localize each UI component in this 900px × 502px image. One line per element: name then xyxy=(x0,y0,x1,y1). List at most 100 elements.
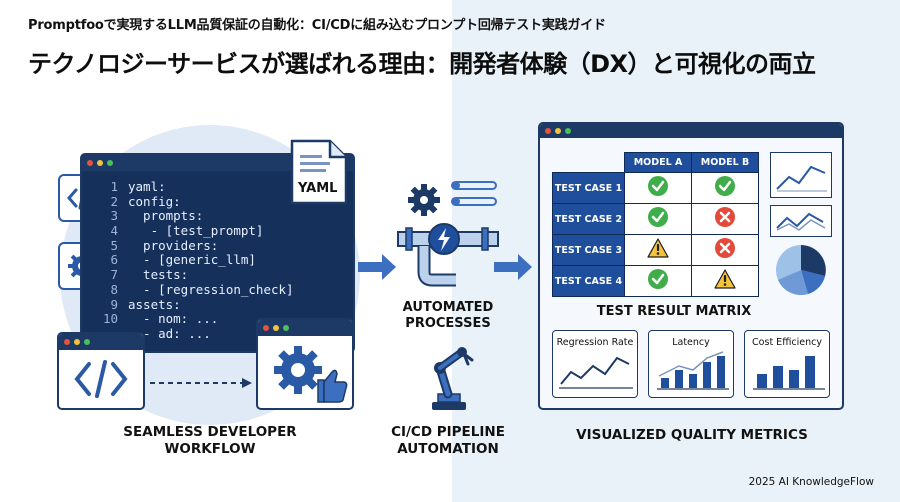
code-line: 1 yaml: xyxy=(102,179,353,194)
code-line: 5 providers: xyxy=(102,238,353,253)
result-cell-model-b xyxy=(691,203,759,235)
result-cell-model-a xyxy=(624,234,692,266)
line-chart-icon xyxy=(776,212,826,231)
row-header-test-case: TEST CASE 4 xyxy=(552,265,625,297)
warning-icon xyxy=(714,269,736,289)
editor-titlebar xyxy=(82,155,353,171)
source-window-titlebar xyxy=(59,334,143,350)
code-text: providers: xyxy=(128,237,219,253)
maximize-dot-icon[interactable] xyxy=(107,160,113,166)
table-row: TEST CASE 1 xyxy=(552,172,759,204)
code-text: yaml: xyxy=(128,179,166,194)
column-header-model-a: MODEL A xyxy=(624,152,692,173)
mini-line-chart-1 xyxy=(770,152,832,198)
yaml-document: YAML xyxy=(288,137,350,207)
code-text: config: xyxy=(128,193,181,209)
code-line: 6 - [generic_llm] xyxy=(102,252,353,267)
code-text: - [regression_check] xyxy=(128,281,294,297)
row-header-test-case: TEST CASE 3 xyxy=(552,234,625,266)
check-icon xyxy=(648,269,668,289)
table-row: TEST CASE 2 xyxy=(552,203,759,235)
dashed-flow-arrow xyxy=(150,378,252,388)
metric-label: Regression Rate xyxy=(556,337,634,348)
approval-window xyxy=(256,318,354,410)
result-cell-model-b xyxy=(691,234,759,266)
row-header-test-case: TEST CASE 2 xyxy=(552,203,625,235)
mini-pie-chart xyxy=(770,242,832,298)
code-line: 4 - [test_prompt] xyxy=(102,223,353,238)
middle-caption: CI/CD PIPELINE AUTOMATION xyxy=(391,424,505,457)
line-chart-icon xyxy=(776,165,827,192)
code-text: prompts: xyxy=(128,208,204,224)
robot-arm-icon xyxy=(432,347,474,410)
dashboard-titlebar xyxy=(540,124,842,138)
result-cell-model-a xyxy=(624,172,692,204)
code-line: 9 assets: xyxy=(102,297,353,312)
pie-chart-icon xyxy=(776,245,826,296)
line-number: 2 xyxy=(110,193,118,209)
pipeline-gears-icon xyxy=(397,181,499,287)
code-text: - nom: ... xyxy=(128,311,219,327)
metric-card-latency: Latency xyxy=(648,330,734,398)
code-line: 7 tests: xyxy=(102,267,353,282)
cross-icon xyxy=(715,238,735,258)
matrix-caption: TEST RESULT MATRIX xyxy=(596,304,752,319)
code-line: 8 - [regression_check] xyxy=(102,282,353,297)
result-cell-model-b xyxy=(691,265,759,297)
warning-icon xyxy=(647,238,669,258)
gear-thumbs-up-icon xyxy=(274,346,348,403)
code-line: 10 - nom: ... xyxy=(102,311,353,326)
regression-line-icon xyxy=(559,356,633,389)
cross-icon xyxy=(715,207,735,227)
code-line: - ad: ... xyxy=(102,326,353,341)
matrix-header-row: MODEL A MODEL B xyxy=(553,152,759,173)
table-row: TEST CASE 4 xyxy=(552,265,759,297)
line-number: 1 xyxy=(110,179,118,194)
cost-bar-icon xyxy=(753,356,825,390)
metric-label: Latency xyxy=(672,337,710,348)
close-dot-icon[interactable] xyxy=(87,160,93,166)
flow-arrow-left xyxy=(358,254,396,280)
table-row: TEST CASE 3 xyxy=(552,234,759,266)
row-header-test-case: TEST CASE 1 xyxy=(552,172,625,204)
line-number: 8 xyxy=(110,281,118,297)
line-number: 3 xyxy=(110,208,118,224)
code-line: 3 prompts: xyxy=(102,208,353,223)
code-text: assets: xyxy=(128,296,181,312)
line-number: 7 xyxy=(110,267,118,283)
left-caption: SEAMLESS DEVELOPER WORKFLOW xyxy=(123,424,297,457)
line-number: 10 xyxy=(102,311,118,327)
check-icon xyxy=(648,176,668,196)
line-number: 9 xyxy=(110,296,118,312)
check-icon xyxy=(715,176,735,196)
line-number: 6 xyxy=(110,252,118,268)
metric-card-cost-efficiency: Cost Efficiency xyxy=(744,330,830,398)
code-text: - [generic_llm] xyxy=(128,252,256,268)
minimize-dot-icon[interactable] xyxy=(97,160,103,166)
flow-arrow-right xyxy=(494,254,532,280)
code-text: - ad: ... xyxy=(128,325,211,341)
code-text: tests: xyxy=(128,267,189,283)
line-number: 4 xyxy=(110,223,118,239)
metric-card-regression-rate: Regression Rate xyxy=(552,330,638,398)
code-line: 2 config: xyxy=(102,194,353,209)
approval-window-titlebar xyxy=(258,320,352,336)
column-header-model-b: MODEL B xyxy=(691,152,759,173)
automated-processes-label: AUTOMATED PROCESSES xyxy=(402,300,494,332)
line-number: 5 xyxy=(110,237,118,253)
metric-label: Cost Efficiency xyxy=(752,337,822,348)
yaml-file-icon xyxy=(290,139,348,205)
code-brackets-icon xyxy=(74,360,128,398)
page-title: テクノロジーサービスが選ばれる理由：開発者体験（DX）と可視化の両立 xyxy=(28,50,816,78)
result-cell-model-a xyxy=(624,203,692,235)
source-window xyxy=(57,332,145,410)
latency-bar-icon xyxy=(657,351,729,390)
right-caption: VISUALIZED QUALITY METRICS xyxy=(576,427,808,443)
subtitle: Promptfooで実現するLLM品質保証の自動化：CI/CDに組み込むプロンプ… xyxy=(28,18,606,33)
footer-credit: 2025 AI KnowledgeFlow xyxy=(748,476,874,488)
check-icon xyxy=(648,207,668,227)
yaml-label: YAML xyxy=(298,181,338,196)
